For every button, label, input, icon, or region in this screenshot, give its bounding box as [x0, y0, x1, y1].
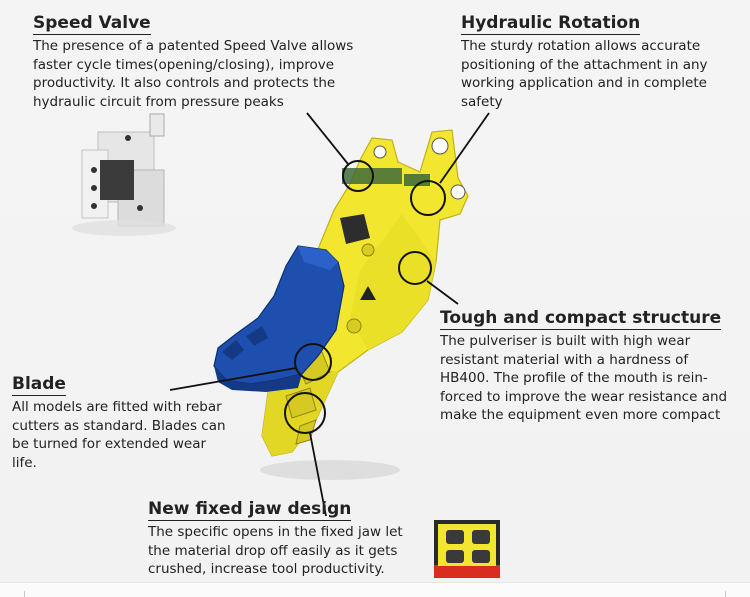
bottom-tick-left — [24, 591, 25, 597]
blade-marker — [294, 343, 332, 381]
speed-valve-title: Speed Valve — [33, 13, 151, 35]
blade-section: Blade All models are fitted with rebar c… — [12, 374, 262, 472]
fixed-jaw-title: New fixed jaw design — [148, 499, 352, 521]
tough-structure-section: Tough and compact structure The pulveris… — [440, 308, 745, 425]
speed-valve-text: The presence of a patented Speed Valve a… — [33, 38, 354, 110]
blade-title: Blade — [12, 374, 66, 396]
speed-valve-leader — [306, 112, 349, 165]
moving-jaw — [213, 245, 345, 392]
rotation-marker — [410, 180, 446, 216]
structure-leader — [426, 280, 459, 305]
tough-structure-title: Tough and compact structure — [440, 308, 722, 330]
fixed-jaw-text: The specific opens in the fixed jaw let … — [148, 524, 403, 577]
blade-leader — [169, 367, 297, 391]
blade-text: All models are fitted with rebar cutters… — [12, 399, 226, 471]
structure-marker — [398, 251, 432, 285]
callout-circles — [284, 160, 446, 434]
bottom-strip — [0, 582, 750, 597]
speed-valve-section: Speed Valve The presence of a patented S… — [33, 13, 373, 111]
tough-structure-text: The pulveriser is built with high wear r… — [440, 333, 728, 423]
speed-valve-image — [72, 113, 176, 236]
fixed-jaw-leader — [309, 432, 327, 517]
fixed-jaw-detail-image — [434, 520, 500, 578]
fixed-jaw-section: New fixed jaw design The specific opens … — [148, 499, 428, 579]
bottom-tick-right — [725, 591, 726, 597]
hydraulic-rotation-section: Hydraulic Rotation The sturdy rotation a… — [461, 13, 741, 111]
hydraulic-rotation-text: The sturdy rotation allows accurate posi… — [461, 38, 708, 110]
fixed-jaw-marker — [284, 392, 326, 434]
rotation-leader — [439, 112, 490, 184]
hydraulic-rotation-title: Hydraulic Rotation — [461, 13, 641, 35]
leader-lines — [169, 112, 490, 517]
speed-valve-marker — [342, 160, 374, 192]
